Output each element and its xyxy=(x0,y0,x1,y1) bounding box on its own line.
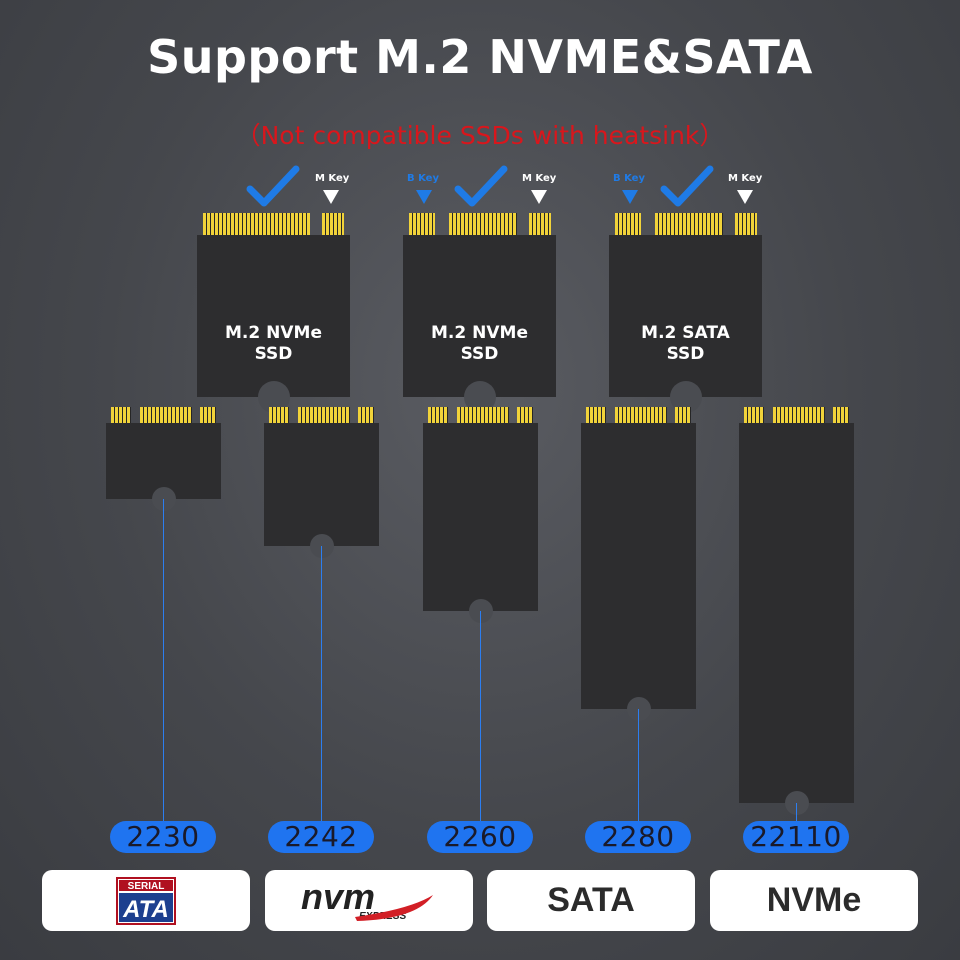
size-leader-line xyxy=(163,499,164,821)
nvme-badge: NVMe xyxy=(710,870,918,931)
ssd-board xyxy=(581,423,696,721)
gold-contacts xyxy=(140,407,192,423)
m-key-label: M Key xyxy=(522,173,557,184)
gold-contacts xyxy=(449,213,517,235)
gold-contacts xyxy=(322,213,344,235)
gold-contacts xyxy=(655,213,723,235)
gold-contacts xyxy=(203,213,310,235)
checkmark-icon xyxy=(454,165,508,207)
gold-contacts xyxy=(409,213,435,235)
serial-ata-badge: SERIAL ATA xyxy=(42,870,250,931)
gold-contacts xyxy=(269,407,289,423)
ssd-board xyxy=(264,423,379,558)
gold-contacts xyxy=(833,407,849,423)
checkmark-icon xyxy=(246,165,300,207)
gold-contacts xyxy=(675,407,691,423)
page-title: Support M.2 NVME&SATA xyxy=(147,30,813,84)
ssd-card: M.2 NVMe SSD xyxy=(403,235,556,413)
size-leader-line xyxy=(638,709,639,821)
size-label-2242: 2242 xyxy=(268,821,374,853)
gold-contacts xyxy=(428,407,448,423)
gold-contacts xyxy=(457,407,509,423)
gold-contacts xyxy=(358,407,374,423)
sata-label: SATA xyxy=(547,881,635,919)
ssd-label: SSD xyxy=(460,344,499,364)
ssd-board xyxy=(106,423,221,511)
gold-contacts xyxy=(529,213,551,235)
size-leader-line xyxy=(796,803,797,821)
m-key-label: M Key xyxy=(728,173,763,184)
ssd-type-label: M.2 SATA xyxy=(641,323,730,343)
triangle-pointer-icon xyxy=(737,190,753,204)
checkmark-icon xyxy=(660,165,714,207)
size-leader-line xyxy=(480,611,481,821)
ssd-card: M.2 NVMe SSD xyxy=(197,235,350,413)
size-leader-line xyxy=(321,546,322,821)
gold-contacts xyxy=(773,407,825,423)
b-key-label: B Key xyxy=(613,173,645,184)
triangle-pointer-icon xyxy=(323,190,339,204)
triangle-pointer-icon xyxy=(622,190,638,204)
gold-contacts xyxy=(200,407,216,423)
ssd-card: M.2 SATA SSD xyxy=(609,235,762,413)
ssd-board xyxy=(423,423,538,623)
svg-text:ATA: ATA xyxy=(122,896,169,923)
gold-contacts xyxy=(615,407,667,423)
b-key-label: B Key xyxy=(407,173,439,184)
serial-ata-logo: SERIAL ATA xyxy=(116,876,176,925)
nvm-express-logo: nvm EXPRESS xyxy=(299,879,439,923)
ssd-type-label: M.2 NVMe xyxy=(225,323,322,343)
size-label-2280: 2280 xyxy=(585,821,691,853)
gold-contacts xyxy=(735,213,757,235)
triangle-pointer-icon xyxy=(531,190,547,204)
ssd-label: SSD xyxy=(254,344,293,364)
svg-text:SERIAL: SERIAL xyxy=(128,881,165,892)
size-label-2260: 2260 xyxy=(427,821,533,853)
triangle-pointer-icon xyxy=(416,190,432,204)
nvm-express-badge: nvm EXPRESS xyxy=(265,870,473,931)
gold-contacts xyxy=(298,407,350,423)
ssd-type-label: M.2 NVMe xyxy=(431,323,528,343)
ssd-label: SSD xyxy=(666,344,705,364)
size-label-2230: 2230 xyxy=(110,821,216,853)
nvme-label: NVMe xyxy=(766,881,862,919)
m-key-label: M Key xyxy=(315,173,350,184)
heatsink-warning: （Not compatible SSDs with heatsink） xyxy=(235,121,725,150)
gold-contacts xyxy=(586,407,606,423)
svg-text:nvm: nvm xyxy=(301,879,375,917)
sata-badge: SATA xyxy=(487,870,695,931)
gold-contacts xyxy=(517,407,533,423)
size-label-22110: 22110 xyxy=(743,821,849,853)
gold-contacts xyxy=(111,407,131,423)
gold-contacts xyxy=(615,213,641,235)
ssd-board xyxy=(739,423,854,815)
gold-contacts xyxy=(744,407,764,423)
